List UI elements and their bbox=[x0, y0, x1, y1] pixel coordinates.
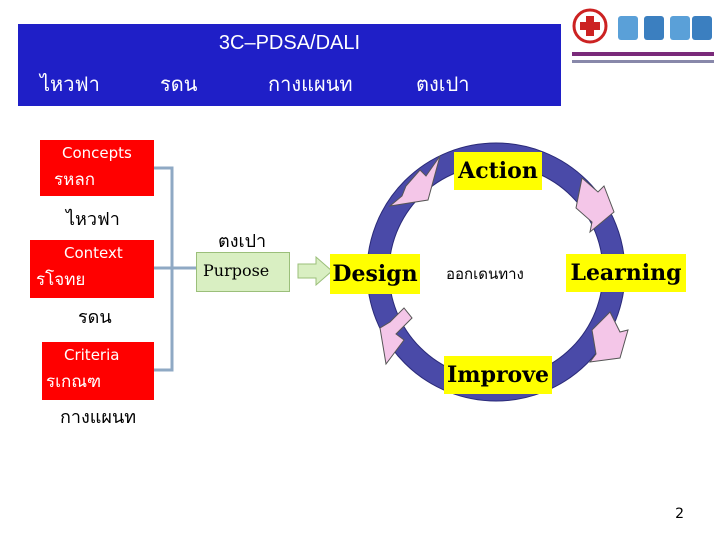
cycle-arrow-icon-4 bbox=[379, 307, 413, 366]
improve-label: Improve bbox=[444, 356, 552, 394]
criteria-box: Criteria รเกณฑ bbox=[42, 342, 154, 400]
cycle-arrow-icon-3 bbox=[588, 311, 629, 363]
arrow-to-design-icon bbox=[297, 256, 333, 286]
institute-logo-icon bbox=[572, 8, 714, 63]
design-label: Design bbox=[330, 254, 420, 294]
cycle-arrow-icon-2 bbox=[575, 177, 615, 234]
banner-word-3: กางแผนท bbox=[268, 72, 353, 96]
institute-logo-area bbox=[568, 4, 718, 88]
cycle-arrow-icon-1 bbox=[388, 155, 441, 207]
concepts-thai: รหลก bbox=[54, 170, 96, 190]
purpose-above: ตงเปา bbox=[218, 231, 267, 252]
concepts-label: Concepts bbox=[62, 144, 132, 162]
criteria-thai: รเกณฑ bbox=[46, 372, 102, 392]
criteria-below: กางแผนท bbox=[60, 407, 137, 428]
banner-word-4: ตงเปา bbox=[416, 72, 470, 96]
action-label: Action bbox=[454, 152, 542, 190]
title-banner: 3C–PDSA/DALI ไหวฟา รดน กางแผนท ตงเปา bbox=[18, 24, 561, 106]
banner-title: 3C–PDSA/DALI bbox=[218, 32, 361, 54]
purpose-box: Purpose bbox=[196, 252, 290, 292]
concepts-box: Concepts รหลก bbox=[40, 140, 154, 196]
criteria-label: Criteria bbox=[64, 346, 120, 364]
purpose-label: Purpose bbox=[203, 261, 270, 280]
context-below: รดน bbox=[78, 307, 112, 328]
banner-word-1: ไหวฟา bbox=[40, 72, 100, 96]
context-thai: รโจทย bbox=[36, 270, 86, 290]
learning-thai: ออกเดนทาง bbox=[446, 265, 524, 283]
learning-label: Learning bbox=[566, 254, 686, 292]
banner-word-2: รดน bbox=[160, 72, 198, 96]
context-box: Context รโจทย bbox=[30, 240, 154, 298]
page-number: 2 bbox=[675, 506, 684, 522]
context-label: Context bbox=[64, 244, 123, 262]
concepts-below: ไหวฟา bbox=[66, 209, 120, 230]
